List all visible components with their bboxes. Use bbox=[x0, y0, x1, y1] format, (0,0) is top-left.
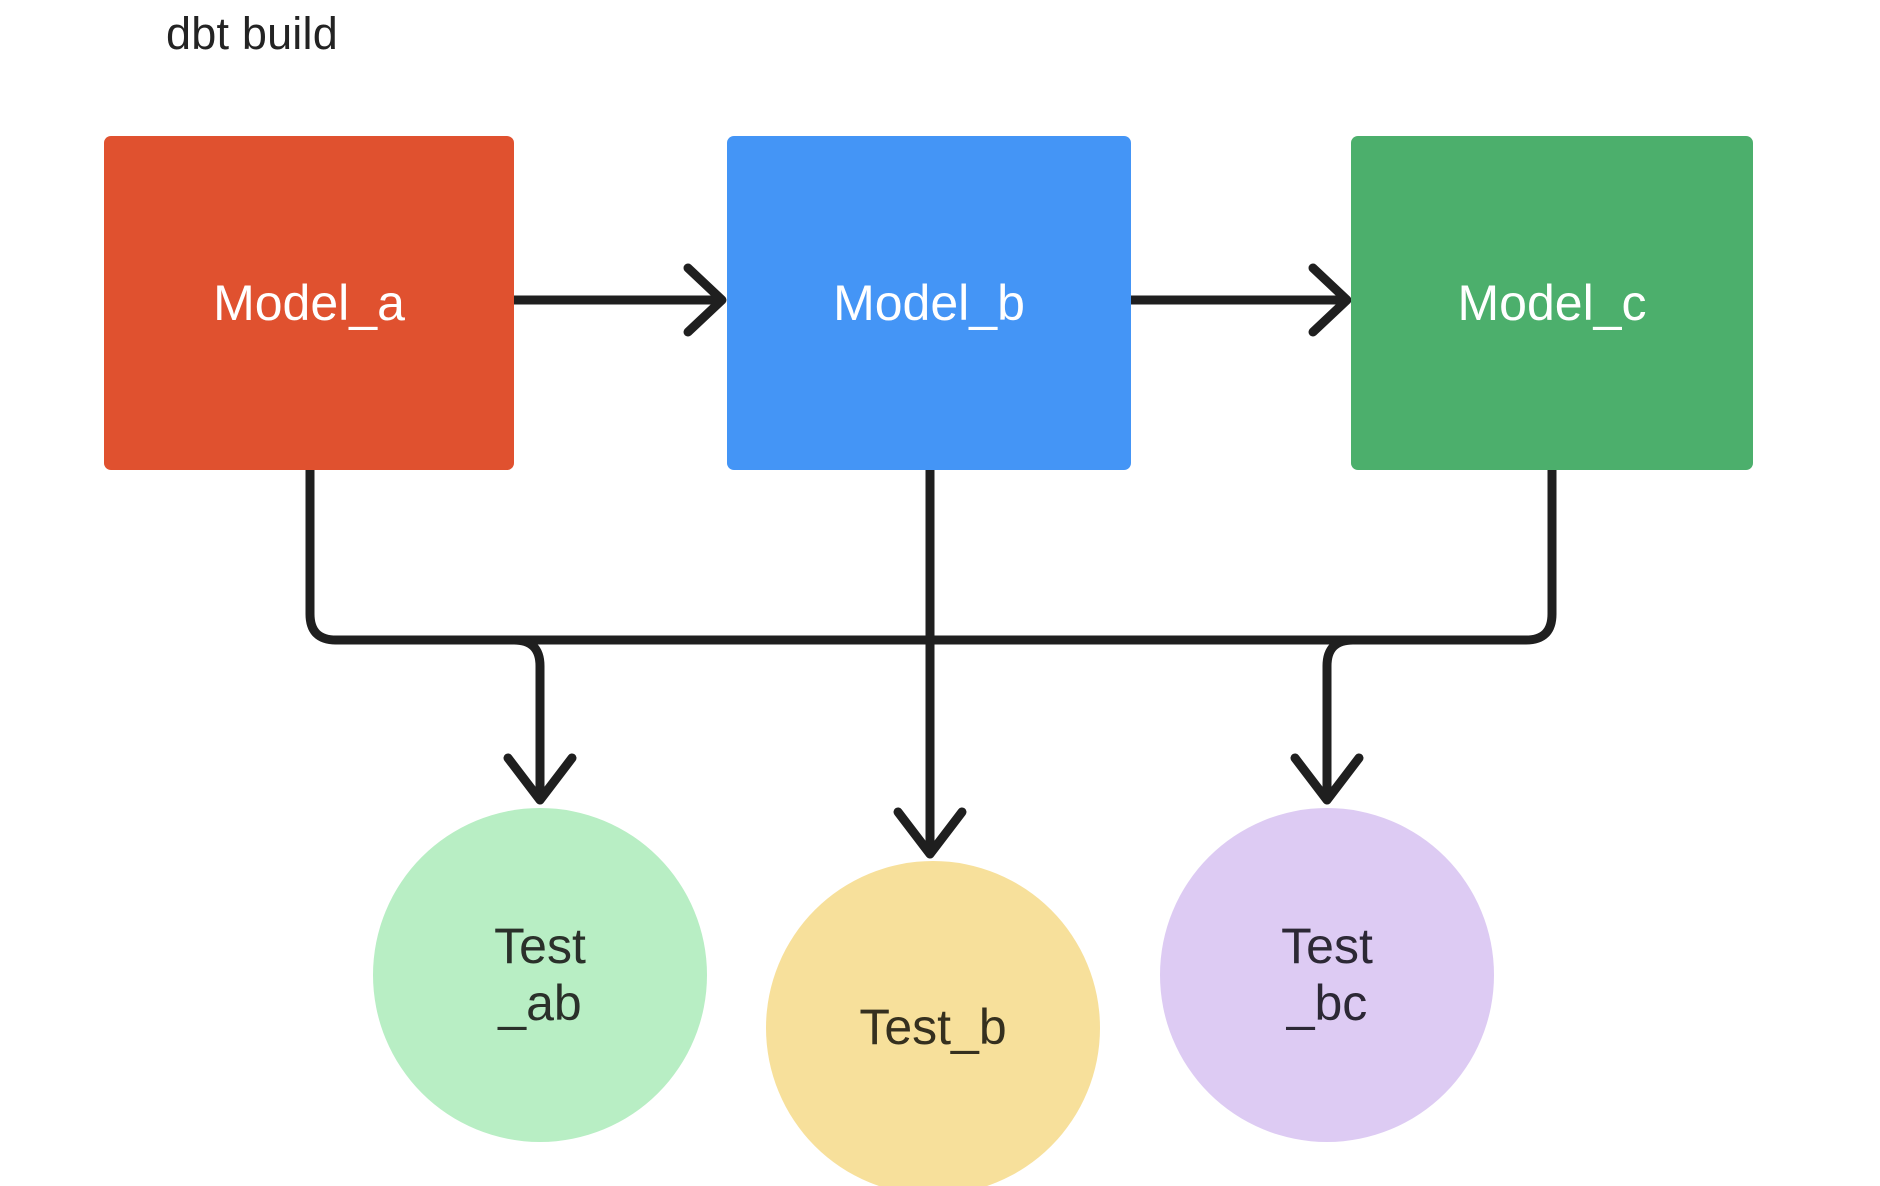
node-model-b[interactable]: Model_b bbox=[727, 136, 1131, 470]
arrowhead-model-b-to-model-c bbox=[1308, 263, 1352, 337]
node-test-bc-label-line1: Test bbox=[1281, 917, 1373, 974]
edge-model-c-to-bus bbox=[331, 465, 1557, 645]
node-model-a[interactable]: Model_a bbox=[104, 136, 514, 470]
node-model-a-label: Model_a bbox=[213, 274, 405, 331]
arrowhead-test-ab bbox=[503, 753, 577, 805]
node-model-c[interactable]: Model_c bbox=[1351, 136, 1753, 470]
node-model-c-label: Model_c bbox=[1457, 274, 1647, 331]
edge-bus-to-test-bc bbox=[1322, 635, 1358, 795]
node-test-ab[interactable]: Test _ab bbox=[373, 808, 707, 1142]
node-test-ab-label-line2: _ab bbox=[498, 975, 582, 1031]
edge-model-a-to-bus bbox=[305, 465, 1525, 645]
arrowhead-test-b bbox=[893, 807, 967, 859]
node-test-bc-label-line2: _bc bbox=[1286, 975, 1368, 1031]
node-test-b-label-line1: Test_b bbox=[859, 999, 1007, 1056]
node-test-ab-label-line1: Test bbox=[494, 917, 586, 974]
arrowhead-model-a-to-model-b bbox=[683, 263, 727, 337]
node-model-b-label: Model_b bbox=[833, 274, 1025, 331]
edge-bus-to-test-ab bbox=[509, 635, 545, 795]
page-title: dbt build bbox=[166, 8, 338, 59]
node-test-b[interactable]: Test_b bbox=[766, 861, 1100, 1186]
arrowhead-test-bc bbox=[1290, 753, 1364, 805]
node-test-bc[interactable]: Test _bc bbox=[1160, 808, 1494, 1142]
